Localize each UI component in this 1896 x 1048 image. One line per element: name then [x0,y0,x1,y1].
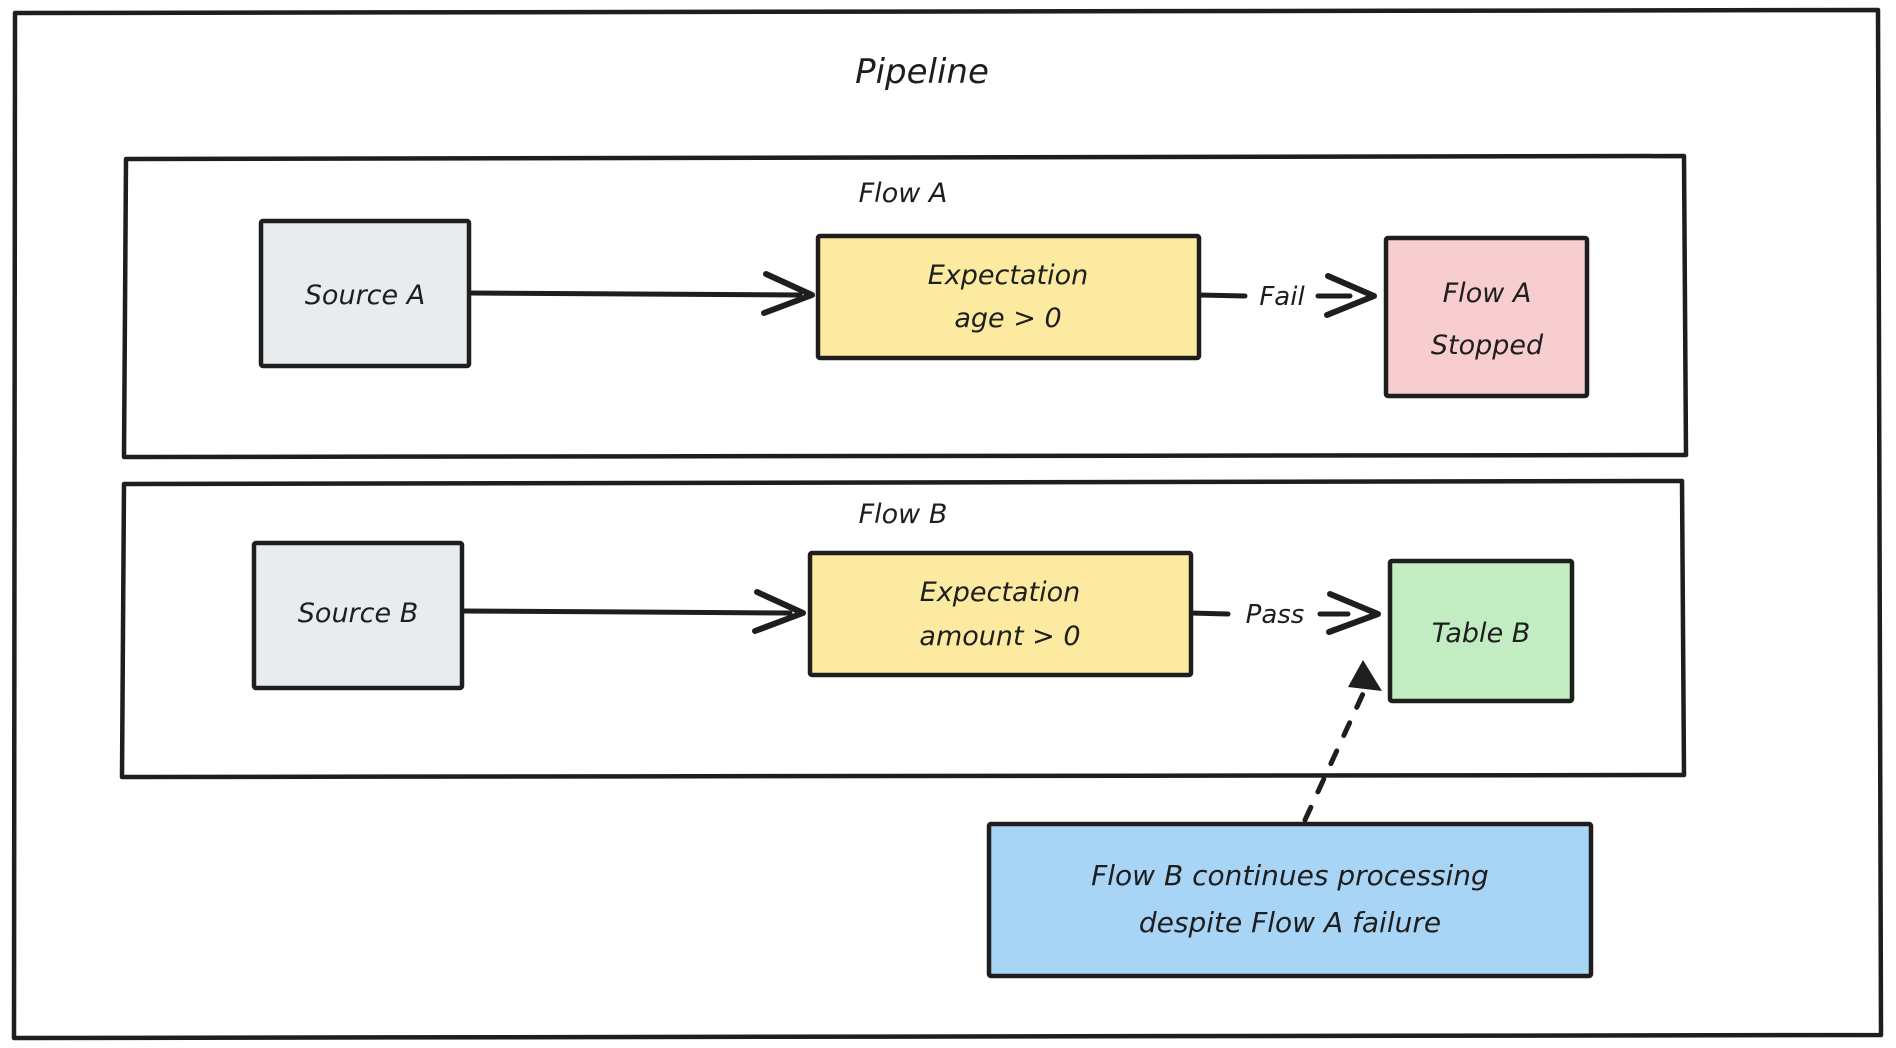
pipeline-frame [11,7,1884,1041]
node-source-a[interactable]: Source A [258,218,472,369]
flow-b-frame [119,478,1687,780]
node-source-b-shape [251,540,465,691]
arrowhead-source-b-to-expectation-b [752,589,806,634]
node-expectation-b-shape [807,550,1194,678]
node-expectation-b-line2: amount > 0 [919,621,1080,652]
node-flow-a-stopped-line1: Flow A [1443,278,1532,309]
edge-note-to-table-b [1302,682,1370,823]
node-source-a-label: Source A [305,280,425,311]
edge-expectation-b-to-table-b [1187,610,1231,617]
node-expectation-a[interactable]: Expectation age > 0 [815,233,1202,361]
node-expectation-a-shape [815,233,1202,361]
arrowhead-source-a-to-expectation-a [761,271,815,316]
node-source-a-shape [258,218,472,369]
arrowhead-expectation-a-to-flow-a-stopped [1324,273,1377,318]
subgraph-title-flow-b: Flow B [859,499,948,530]
arrowhead-expectation-b-to-table-b [1326,591,1381,635]
node-table-b[interactable]: Table B [1387,558,1575,704]
node-note-line2: despite Flow A failure [1139,906,1441,939]
subgraph-title-flow-a: Flow A [859,178,948,209]
node-source-b-label: Source B [298,598,418,629]
flow-a-frame [121,153,1689,460]
edge-source-b-to-expectation-b [459,608,793,616]
edge-expectation-a-to-flow-a-stopped [1196,292,1248,299]
node-note-shape [986,821,1594,979]
node-table-b-shape [1387,558,1575,704]
node-note[interactable]: Flow B continues processing despite Flow… [986,821,1594,979]
node-source-b[interactable]: Source B [251,540,465,691]
node-expectation-a-line2: age > 0 [954,303,1061,334]
diagram-title: Pipeline [855,52,989,92]
node-expectation-a-line1: Expectation [928,260,1088,291]
edge-label-pass: Pass [1246,600,1305,630]
arrowhead-note-to-table-b [1348,660,1382,691]
node-note-line1: Flow B continues processing [1091,859,1489,892]
node-flow-a-stopped-line2: Stopped [1431,330,1544,361]
edge-source-a-to-expectation-a [467,290,803,298]
edge-label-fail: Fail [1259,282,1305,312]
node-flow-a-stopped[interactable]: Flow A Stopped [1383,235,1590,399]
node-expectation-b[interactable]: Expectation amount > 0 [807,550,1194,678]
node-table-b-label: Table B [1432,618,1531,649]
node-flow-a-stopped-shape [1383,235,1590,399]
node-expectation-b-line1: Expectation [920,577,1080,608]
